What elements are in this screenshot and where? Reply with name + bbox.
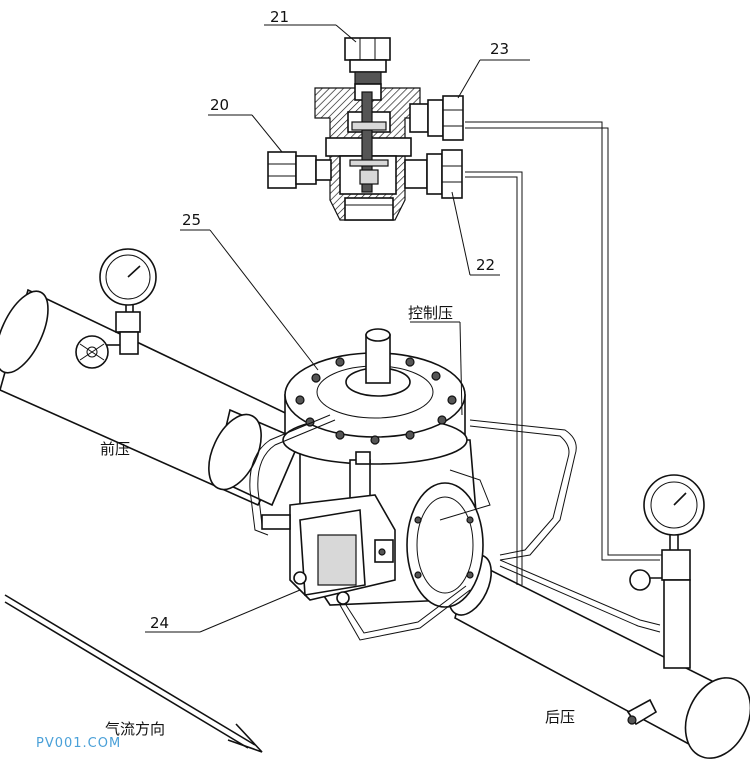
inlet-pressure-label: 前压 — [100, 440, 131, 458]
callout-25: 25 — [182, 211, 202, 229]
inlet-pipe — [0, 288, 302, 507]
callout-20: 20 — [210, 96, 230, 114]
inlet-pressure-gauge — [75, 248, 157, 369]
outlet-pressure-gauge — [629, 474, 705, 669]
main-regulator-valve — [282, 328, 484, 608]
callout-24: 24 — [150, 614, 170, 632]
callout-21: 21 — [270, 8, 290, 26]
watermark: PV001.COM — [36, 736, 122, 751]
outlet-pipe — [448, 554, 750, 759]
pilot-section-view — [267, 37, 464, 221]
outlet-pressure-label: 后压 — [545, 708, 576, 726]
control-pressure-label: 控制压 — [408, 304, 454, 322]
callout-leaders — [145, 24, 530, 633]
flow-direction-label: 气流方向 — [105, 720, 166, 738]
control-pipework — [249, 121, 662, 641]
pilot-regulator-24 — [261, 494, 396, 605]
callout-22: 22 — [476, 256, 496, 274]
flow-direction-arrow — [4, 594, 263, 753]
callout-23: 23 — [490, 40, 510, 58]
outlet-drain-fitting — [626, 698, 658, 726]
